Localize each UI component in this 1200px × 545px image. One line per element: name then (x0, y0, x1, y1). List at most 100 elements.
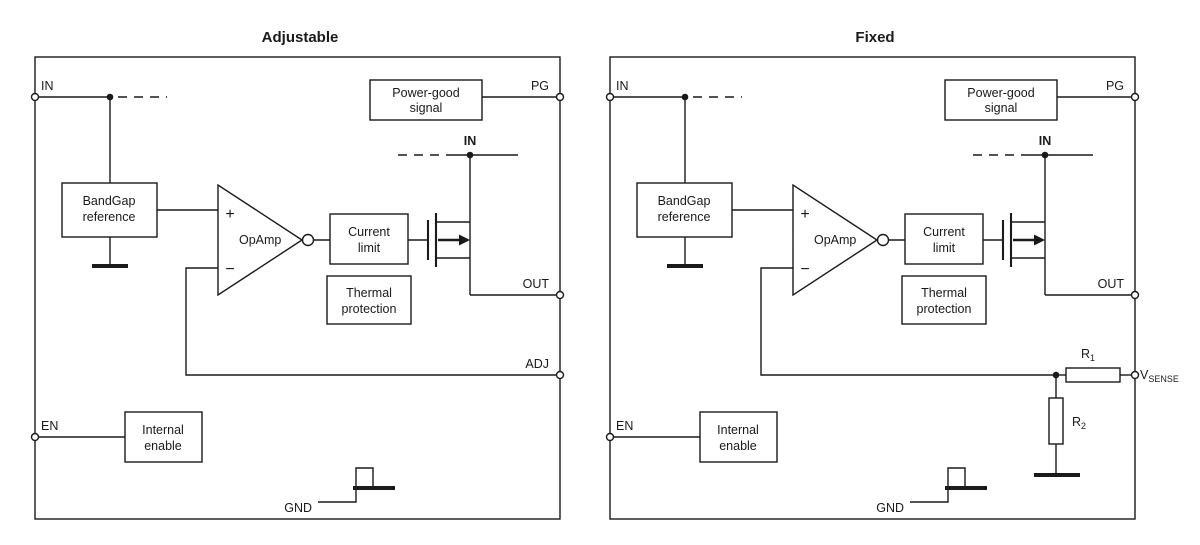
opamp-plus: + (800, 206, 809, 223)
adjustable-diagram: Adjustable BandGap reference (30, 29, 565, 520)
current-limit-box (904, 213, 984, 265)
opamp-triangle (792, 183, 879, 297)
thermal-label-1: Thermal (921, 286, 967, 300)
wire-feedback (760, 267, 1056, 376)
pin-in-label: IN (41, 79, 54, 93)
bandgap-label-2: reference (658, 210, 711, 224)
power-good-label-2: signal (985, 101, 1018, 115)
inverter-bubble (301, 233, 315, 247)
thermal-label-2: protection (342, 302, 397, 316)
power-good-block: Power-good signal (369, 79, 483, 121)
internal-enable-label-1: Internal (142, 423, 184, 437)
pin-out (1130, 290, 1140, 300)
rail-in-label: IN (1039, 134, 1052, 148)
mosfet-arrow-head (459, 234, 470, 246)
fixed-diagram: Fixed Ba (605, 29, 1179, 520)
pin-pg (555, 92, 565, 102)
power-good-label-1: Power-good (967, 86, 1034, 100)
opamp-minus: − (800, 261, 809, 278)
inverter-bubble (876, 233, 890, 247)
internal-enable-box (124, 411, 203, 463)
internal-enable-block: Internal enable (124, 411, 203, 463)
pin-en-label: EN (41, 419, 58, 433)
mosfet-arrow-head (1034, 234, 1045, 246)
opamp-label: OpAmp (814, 233, 856, 247)
pin-pg-label: PG (531, 79, 549, 93)
thermal-label-2: protection (917, 302, 972, 316)
power-good-box (944, 79, 1058, 121)
pin-pg-label: PG (1106, 79, 1124, 93)
wire-feedback-adj (185, 267, 560, 376)
pin-en (605, 432, 615, 442)
opamp-label: OpAmp (239, 233, 281, 247)
r2-body (1048, 397, 1064, 445)
pin-adj (555, 370, 565, 380)
r2-name: R (1072, 415, 1081, 429)
thermal-label-1: Thermal (346, 286, 392, 300)
opamp-plus: + (225, 206, 234, 223)
internal-enable-label-1: Internal (717, 423, 759, 437)
opamp-triangle (217, 183, 304, 297)
junction-dot-in (106, 93, 114, 101)
fixed-wires (610, 96, 1135, 503)
pin-gnd-label: GND (876, 501, 904, 515)
thermal-box (901, 275, 987, 325)
pin-out (555, 290, 565, 300)
thermal-box (326, 275, 412, 325)
adjustable-title: Adjustable (262, 29, 339, 46)
adjustable-border (34, 56, 561, 520)
vsense-sub: SENSE (1148, 374, 1179, 384)
opamp-minus: − (225, 261, 234, 278)
bandgap-label-1: BandGap (658, 194, 711, 208)
resistor-r2: R2 (1048, 397, 1086, 445)
r1-name: R (1081, 347, 1090, 361)
pin-in-label: IN (616, 79, 629, 93)
pin-en (30, 432, 40, 442)
r1-label: R1 (1081, 347, 1095, 363)
pin-vsense (1130, 370, 1140, 380)
pass-mosfet (426, 155, 471, 295)
internal-enable-label-2: enable (144, 439, 182, 453)
vsense-name: V (1140, 368, 1149, 382)
internal-enable-box (699, 411, 778, 463)
opamp: + − OpAmp (217, 183, 315, 297)
bandgap-label-2: reference (83, 210, 136, 224)
power-good-block: Power-good signal (944, 79, 1058, 121)
current-limit-label-2: limit (358, 241, 381, 255)
pin-out-label: OUT (1098, 277, 1125, 291)
bandgap-box (61, 182, 158, 238)
thermal-protection-block: Thermal protection (901, 275, 987, 325)
current-limit-block: Current limit (904, 213, 984, 265)
pin-vsense-label: VSENSE (1140, 368, 1179, 384)
r1-sub: 1 (1090, 353, 1095, 363)
current-limit-box (329, 213, 409, 265)
current-limit-label-1: Current (923, 225, 965, 239)
r1-body (1065, 367, 1121, 383)
wire-gnd (910, 467, 966, 503)
power-good-box (369, 79, 483, 121)
pin-out-label: OUT (523, 277, 550, 291)
junction-dot-feedback (1052, 371, 1060, 379)
pin-in (605, 92, 615, 102)
fixed-title: Fixed (855, 29, 894, 46)
current-limit-block: Current limit (329, 213, 409, 265)
rail-in-label: IN (464, 134, 477, 148)
resistor-r1: R1 (1065, 347, 1121, 383)
internal-enable-block: Internal enable (699, 411, 778, 463)
fixed-border (609, 56, 1136, 520)
pin-adj-label: ADJ (525, 357, 549, 371)
pin-en-label: EN (616, 419, 633, 433)
pin-in (30, 92, 40, 102)
bandgap-block: BandGap reference (636, 182, 733, 238)
current-limit-label-1: Current (348, 225, 390, 239)
r2-sub: 2 (1081, 421, 1086, 431)
opamp: + − OpAmp (792, 183, 890, 297)
r2-label: R2 (1072, 415, 1086, 431)
thermal-protection-block: Thermal protection (326, 275, 412, 325)
junction-dot-in (681, 93, 689, 101)
pin-gnd-label: GND (284, 501, 312, 515)
power-good-label-1: Power-good (392, 86, 459, 100)
pass-mosfet (1001, 155, 1046, 295)
internal-enable-label-2: enable (719, 439, 757, 453)
